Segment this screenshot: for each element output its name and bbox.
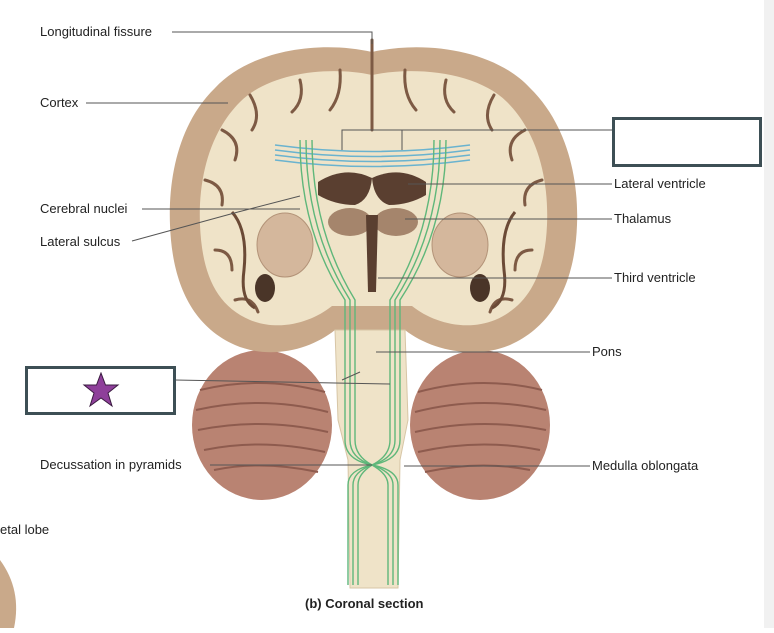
label-parietal-lobe-fragment: etal lobe [0,522,50,537]
star-icon [82,372,120,408]
brainstem [334,329,409,589]
cerebrum [169,38,578,353]
label-pons: Pons [592,344,622,359]
label-decussation-in-pyramids: Decussation in pyramids [40,457,182,472]
parietal-lobe-fragment [0,560,17,628]
label-third-ventricle: Third ventricle [614,270,696,285]
cerebellum [192,350,550,500]
label-longitudinal-fissure: Longitudinal fissure [40,24,153,39]
answer-box-top-right[interactable] [612,117,762,167]
label-medulla-oblongata: Medulla oblongata [592,458,699,473]
leader-lines [86,31,612,467]
label-thalamus: Thalamus [614,211,672,226]
label-lateral-ventricle: Lateral ventricle [614,176,706,191]
projection-tracts [299,139,447,585]
right-edge-panel [764,0,774,628]
label-cerebral-nuclei: Cerebral nuclei [40,201,128,216]
figure-caption: (b) Coronal section [305,596,424,611]
label-lateral-sulcus: Lateral sulcus [40,234,121,249]
label-cortex: Cortex [40,95,79,110]
